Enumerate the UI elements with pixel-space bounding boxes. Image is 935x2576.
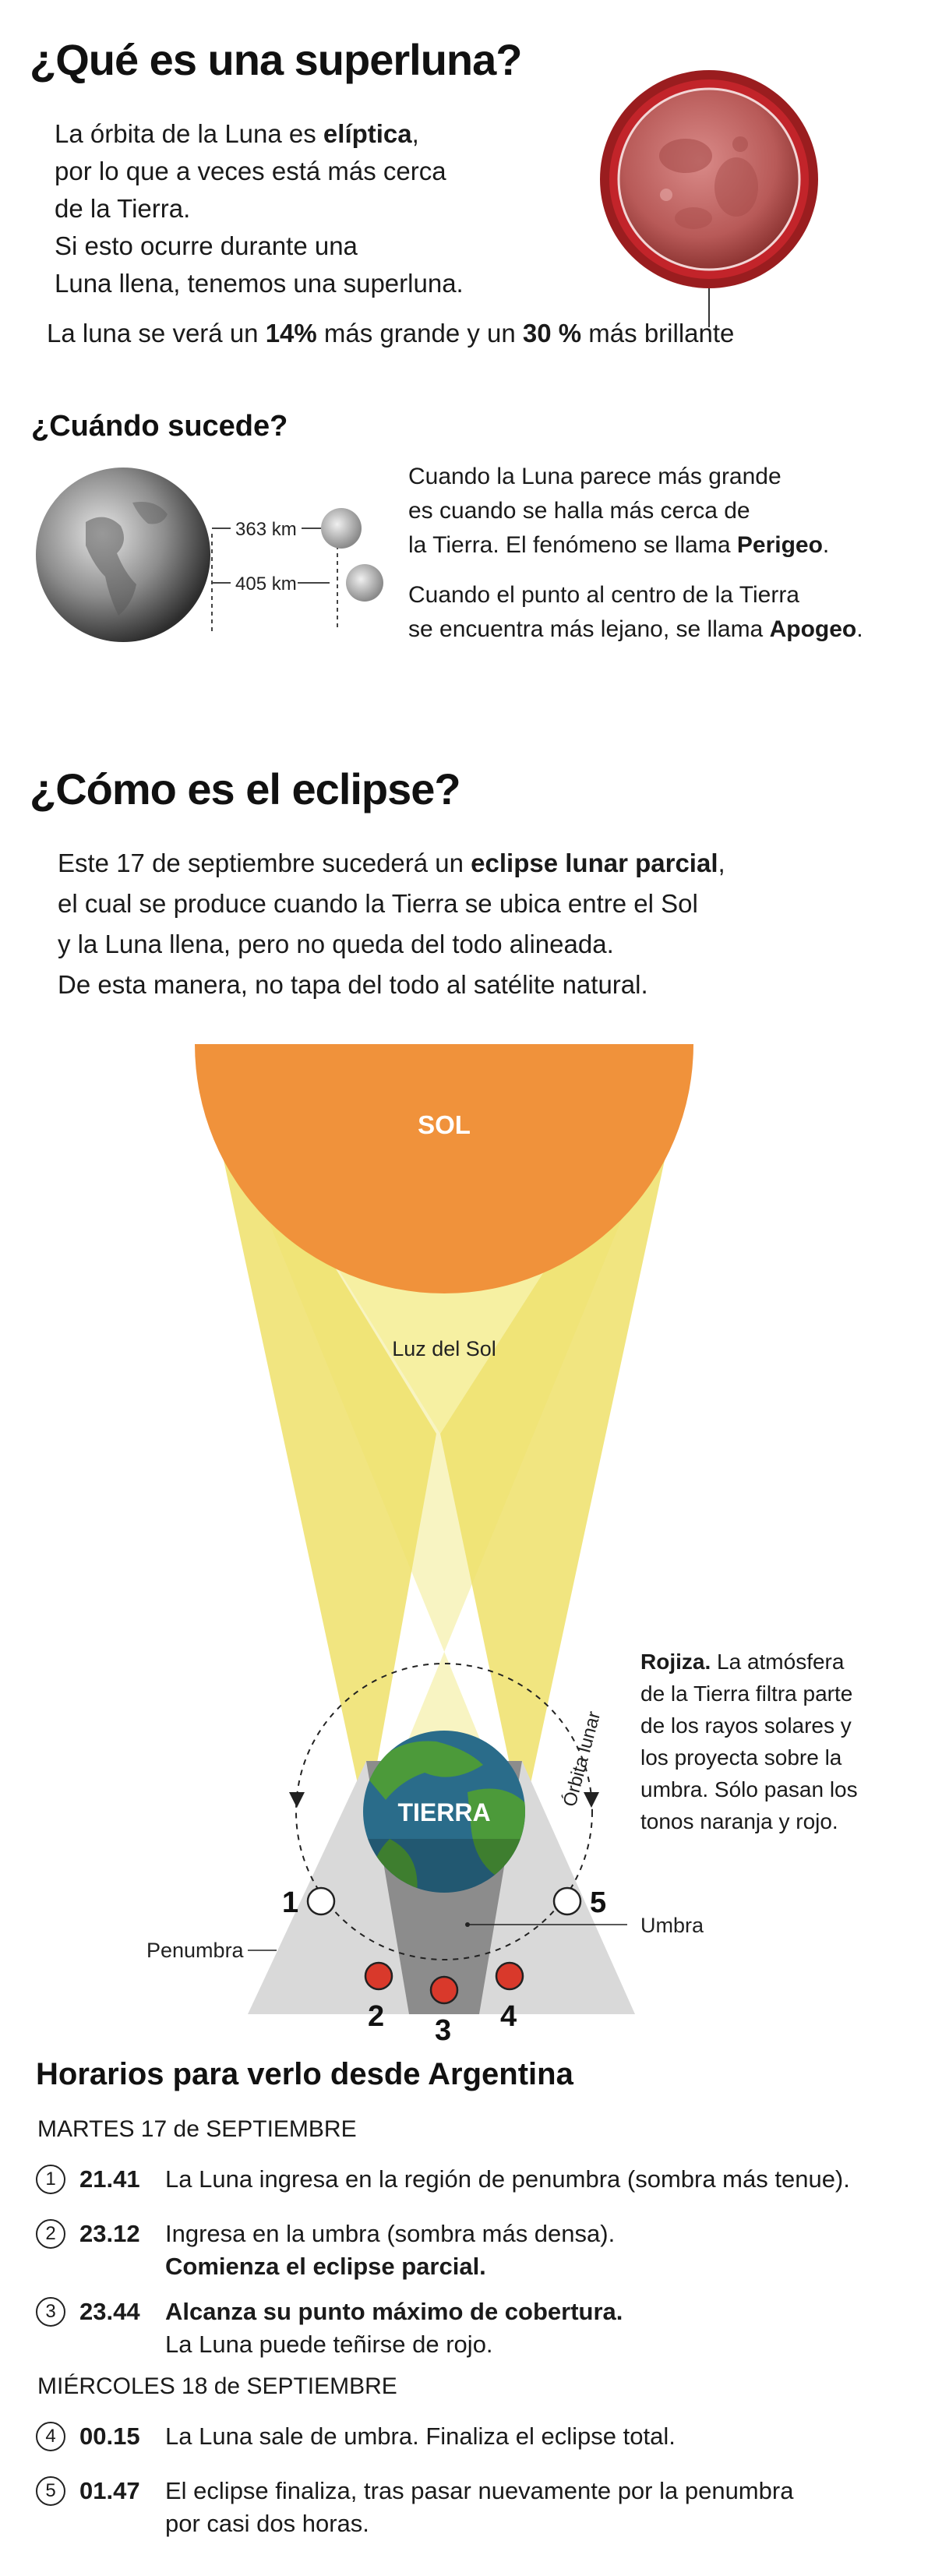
apogeo-paragraph: Cuando el punto al centro de la Tierra s… — [408, 578, 863, 647]
rojiza-note-bold: Rojiza. — [640, 1650, 711, 1674]
eclipse-line-4: De esta manera, no tapa del todo al saté… — [58, 970, 648, 999]
sunlight-label: Luz del Sol — [392, 1337, 496, 1360]
apogeo-line-2: se encuentra más lejano, se llama Apogeo… — [408, 616, 863, 642]
schedule-text-3: Alcanza su punto máximo de cobertura. La… — [165, 2295, 866, 2361]
step-number-1: 1 — [36, 2165, 65, 2194]
schedule-text-3-line-1: Alcanza su punto máximo de cobertura. — [165, 2298, 623, 2325]
moon-position-5 — [552, 1886, 582, 1916]
schedule-text-3-line-2: La Luna puede teñirse de rojo. — [165, 2331, 493, 2358]
superluna-title: ¿Qué es una superluna? — [30, 35, 522, 84]
rojiza-note-line-3: de los rayos solares y — [640, 1713, 852, 1738]
perigeo-line-3: la Tierra. El fenómeno se llama Perigeo. — [408, 532, 830, 558]
schedule-item-2: 2 23.12 Ingresa en la umbra (sombra más … — [31, 2218, 919, 2286]
schedule-day-2: MIÉRCOLES 18 de SEPTIEMBRE — [37, 2373, 397, 2399]
eclipse-explanation: Este 17 de septiembre sucederá un eclips… — [58, 843, 725, 1005]
moon-position-3 — [429, 1975, 459, 2005]
position-number-2: 2 — [368, 2000, 384, 2033]
position-number-3: 3 — [435, 2014, 451, 2047]
schedule-time-4: 00.15 — [79, 2422, 140, 2450]
superluna-line-4: Si esto ocurre durante una — [55, 231, 358, 260]
earth-gray-icon — [36, 468, 210, 642]
step-number-5: 5 — [36, 2476, 65, 2506]
schedule-day-1: MARTES 17 de SEPTIEMBRE — [37, 2116, 357, 2142]
orbit-arrow-left — [289, 1792, 305, 1808]
apogeo-line-1: Cuando el punto al centro de la Tierra — [408, 582, 799, 608]
moon-perigee-icon — [321, 508, 362, 549]
cuando-title: ¿Cuándo sucede? — [31, 410, 288, 443]
rojiza-note-line-1: La atmósfera — [717, 1650, 845, 1674]
earth-moon-distance-diagram: 363 km 405 km — [36, 468, 383, 642]
superluna-stat: La luna se verá un 14% más grande y un 3… — [47, 319, 735, 348]
superluna-line-3: de la Tierra. — [55, 194, 191, 223]
superluna-line-2: por lo que a veces está más cerca — [55, 157, 446, 185]
rojiza-note-line-2: de la Tierra filtra parte — [640, 1681, 853, 1706]
schedule-item-4: 4 00.15 La Luna sale de umbra. Finaliza … — [31, 2420, 919, 2454]
schedule-text-5: El eclipse finaliza, tras pasar nuevamen… — [165, 2475, 866, 2540]
red-moon-icon — [617, 87, 801, 271]
penumbra-label: Penumbra — [146, 1939, 245, 1962]
position-number-1: 1 — [282, 1886, 298, 1919]
perigeo-line-2: es cuando se halla más cerca de — [408, 498, 750, 524]
schedule-text-4: La Luna sale de umbra. Finaliza el eclip… — [165, 2422, 676, 2450]
umbra-label: Umbra — [640, 1914, 704, 1937]
perigeo-paragraph: Cuando la Luna parece más grande es cuan… — [408, 460, 829, 563]
schedule-item-1: 1 21.41 La Luna ingresa en la región de … — [31, 2163, 919, 2197]
sun-label: SOL — [418, 1110, 471, 1139]
position-number-5: 5 — [590, 1886, 606, 1919]
schedule-text-5-line-1: El eclipse finaliza, tras pasar nuevamen… — [165, 2477, 794, 2504]
schedule-text-2-line-1: Ingresa en la umbra (sombra más densa). — [165, 2220, 616, 2247]
superluna-explanation: La órbita de la Luna es elíptica, por lo… — [55, 115, 464, 302]
orbit-arrow-right — [584, 1792, 599, 1808]
schedule-time-3: 23.44 — [79, 2298, 140, 2325]
schedule-time-2: 23.12 — [79, 2220, 140, 2247]
step-number-3: 3 — [36, 2297, 65, 2327]
lunar-orbit — [295, 1663, 593, 1960]
schedule-time-1: 21.41 — [79, 2165, 140, 2193]
rojiza-note-line-6: tonos naranja y rojo. — [640, 1809, 838, 1833]
schedule-title: Horarios para verlo desde Argentina — [36, 2057, 573, 2091]
eclipse-diagram: SOL Luz del Sol Órbita lunar TIERRA 1 2 … — [146, 1044, 704, 2047]
moon-position-2 — [364, 1961, 393, 1991]
earth-label: TIERRA — [397, 1798, 490, 1826]
step-number-2: 2 — [36, 2219, 65, 2249]
superluna-line-1: La órbita de la Luna es elíptica, — [55, 119, 419, 148]
rojiza-note-line-5: umbra. Sólo pasan los — [640, 1777, 858, 1801]
sun-shape — [195, 1044, 693, 1293]
sunlight-beam-right — [440, 1044, 690, 1823]
moon-position-1 — [306, 1886, 336, 1916]
perigee-distance: 363 km — [235, 519, 297, 540]
moon-position-4 — [495, 1961, 524, 1991]
step-number-4: 4 — [36, 2422, 65, 2451]
eclipse-line-1: Este 17 de septiembre sucederá un eclips… — [58, 849, 725, 877]
apogee-distance: 405 km — [235, 573, 297, 595]
schedule-text-2-line-2: Comienza el eclipse parcial. — [165, 2253, 486, 2280]
rojiza-note-line-4: los proyecta sobre la — [640, 1745, 842, 1770]
eclipse-title: ¿Cómo es el eclipse? — [30, 764, 461, 813]
schedule-item-5: 5 01.47 El eclipse finaliza, tras pasar … — [31, 2475, 919, 2543]
schedule-text-2: Ingresa en la umbra (sombra más densa). … — [165, 2218, 866, 2283]
superluna-line-5: Luna llena, tenemos una superluna. — [55, 269, 464, 298]
schedule-text-1: La Luna ingresa en la región de penumbra… — [165, 2165, 850, 2193]
schedule-time-5: 01.47 — [79, 2477, 140, 2504]
schedule-item-3: 3 23.44 Alcanza su punto máximo de cober… — [31, 2295, 919, 2364]
eclipse-line-3: y la Luna llena, pero no queda del todo … — [58, 930, 614, 958]
position-number-4: 4 — [500, 2000, 517, 2033]
sunlight-beam-left — [199, 1044, 436, 1823]
eclipse-line-2: el cual se produce cuando la Tierra se u… — [58, 889, 698, 918]
rojiza-note: Rojiza. La atmósfera de la Tierra filtra… — [640, 1646, 921, 1837]
supermoon-illustration — [600, 70, 818, 327]
perigeo-line-1: Cuando la Luna parece más grande — [408, 464, 782, 489]
schedule-text-5-line-2: por casi dos horas. — [165, 2510, 369, 2537]
moon-apogee-icon — [346, 564, 383, 602]
